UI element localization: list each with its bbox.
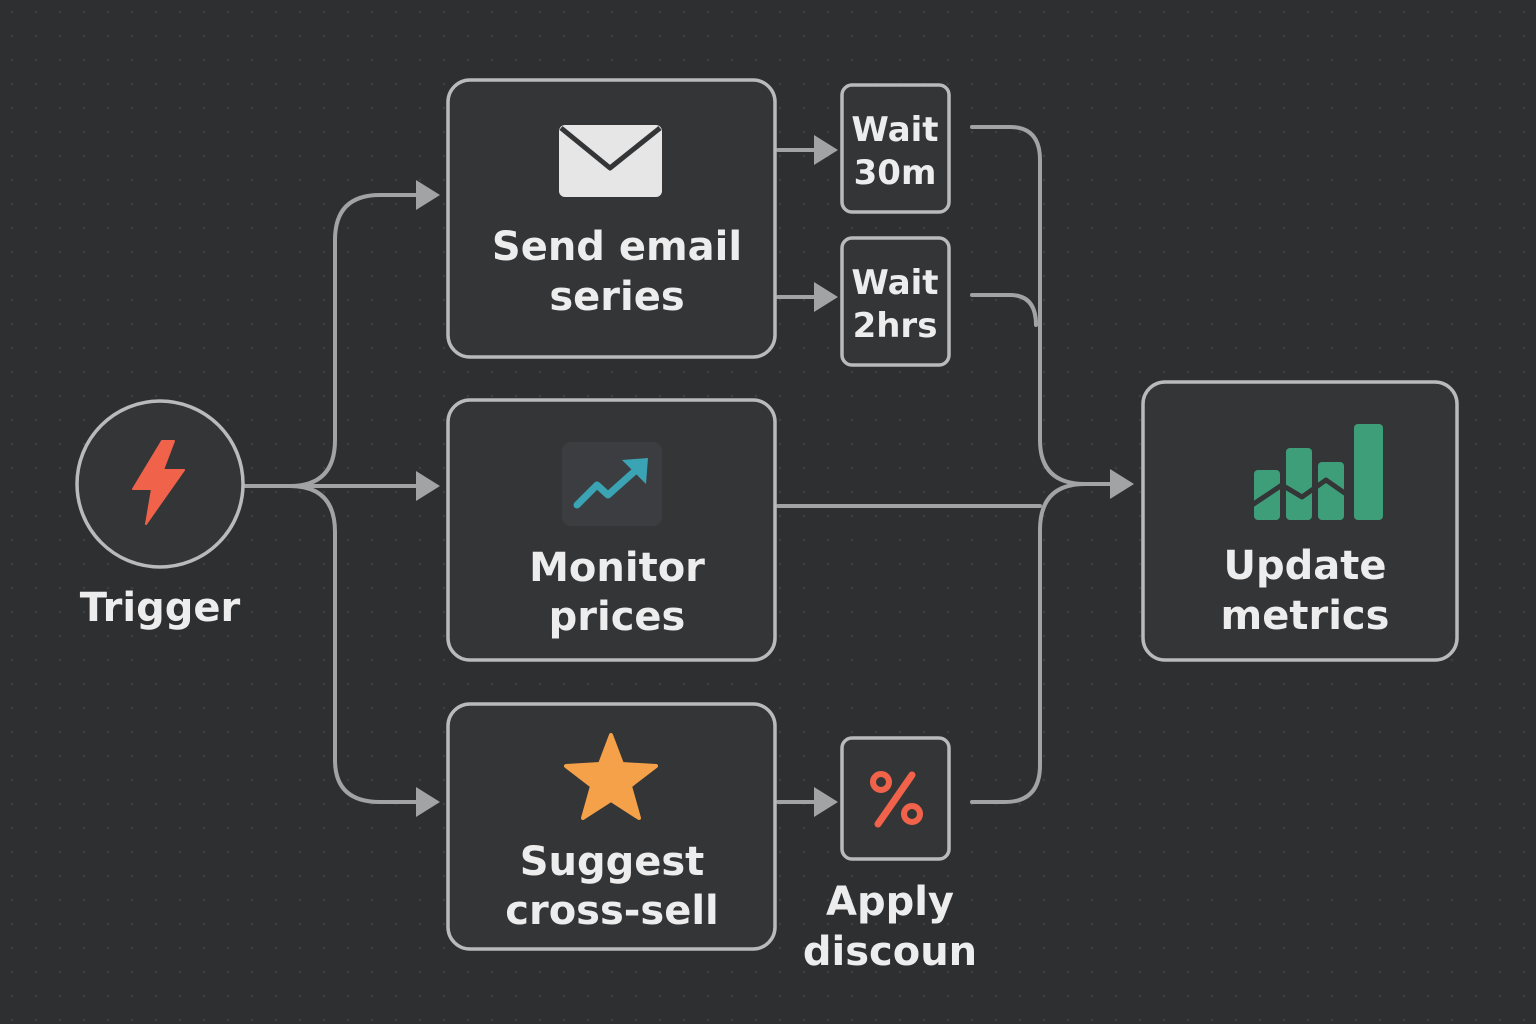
edge-wait-2hrs-to-update-metrics <box>970 293 1038 327</box>
wait-30m-label-line1: Wait <box>851 110 938 150</box>
send-email-label-line2: series <box>549 274 684 320</box>
edges <box>242 125 1134 817</box>
bar-chart-icon <box>1250 424 1383 520</box>
percent-icon <box>870 771 923 828</box>
monitor-prices-label-line1: Monitor <box>529 545 705 591</box>
monitor-prices-label-line2: prices <box>549 594 686 640</box>
wait-30m-node[interactable]: Wait 30m <box>840 83 951 214</box>
suggest-cross-sell-label-line1: Suggest <box>520 839 705 885</box>
suggest-cross-sell-node[interactable]: Suggest cross-sell <box>446 702 777 951</box>
wait-2hrs-node[interactable]: Wait 2hrs <box>840 236 951 367</box>
wait-30m-label-line2: 30m <box>854 153 937 193</box>
update-metrics-label-line2: metrics <box>1221 593 1390 639</box>
update-metrics-label-line1: Update <box>1224 543 1387 589</box>
monitor-prices-node[interactable]: Monitor prices <box>446 398 777 662</box>
arrowhead-suggest-cross-sell <box>416 787 440 817</box>
trend-up-icon <box>562 442 662 526</box>
trigger-label: Trigger <box>80 585 241 631</box>
apply-discount-label-line2: discoun <box>803 929 977 975</box>
arrowhead-wait-2hrs <box>814 282 838 312</box>
edge-trigger-to-suggest-cross-sell <box>288 484 420 804</box>
arrowhead-monitor-prices <box>416 471 440 501</box>
lightning-bolt-icon <box>132 440 185 525</box>
arrowhead-apply-discount <box>814 787 838 817</box>
update-metrics-node[interactable]: Update metrics <box>1141 380 1459 662</box>
arrowhead-update-metrics <box>1110 469 1134 499</box>
envelope-icon <box>559 125 662 197</box>
wait-2hrs-label-line2: 2hrs <box>853 306 938 346</box>
send-email-node[interactable]: Send email series <box>446 78 777 359</box>
arrowhead-wait-30m <box>814 135 838 165</box>
edge-wait-30m-to-update-metrics <box>970 125 1114 486</box>
edge-apply-discount-to-update-metrics <box>970 482 1087 804</box>
star-icon <box>564 733 658 820</box>
trigger-node[interactable]: Trigger <box>75 399 245 631</box>
arrowhead-send-email <box>416 180 440 210</box>
suggest-cross-sell-label-line2: cross-sell <box>505 888 719 934</box>
apply-discount-node[interactable]: Apply discoun <box>803 736 977 975</box>
send-email-label-line1: Send email <box>492 224 742 270</box>
edge-trigger-to-send-email <box>242 193 420 488</box>
wait-2hrs-label-line1: Wait <box>851 263 938 303</box>
apply-discount-label-line1: Apply <box>826 879 954 925</box>
